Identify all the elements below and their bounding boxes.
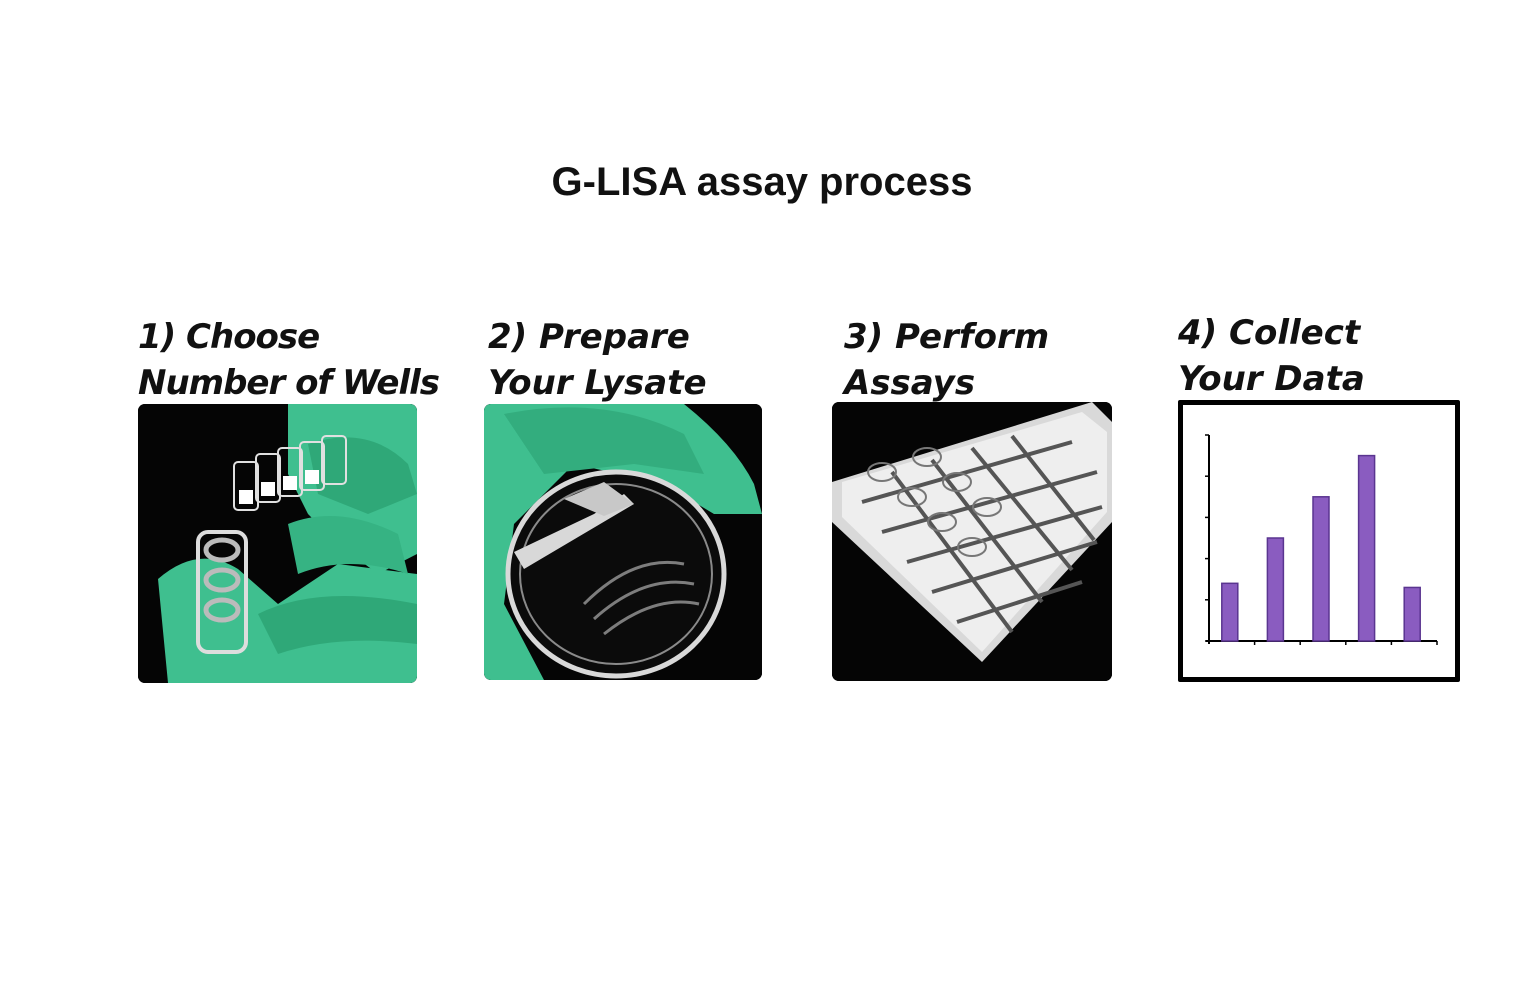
data-chart-frame xyxy=(1178,400,1460,682)
diagram-title: G-LISA assay process xyxy=(551,160,973,204)
step-4-line1: 4) Collect xyxy=(1178,313,1361,353)
well-strips-image xyxy=(138,404,417,683)
step-2-label: 2) Prepare Your Lysate xyxy=(488,314,808,406)
chart-bar xyxy=(1312,496,1330,642)
step-2-line2: Your Lysate xyxy=(488,363,707,403)
bar-chart-icon xyxy=(1205,434,1438,645)
well-strips-icon xyxy=(138,404,417,683)
assay-plate-image xyxy=(832,402,1112,681)
step-4-line2: Your Data xyxy=(1178,359,1365,399)
chart-bar xyxy=(1403,586,1421,642)
step-2-line1: 2) Prepare xyxy=(488,317,690,357)
chart-bar xyxy=(1357,454,1376,642)
step-1-line1: 1) Choose xyxy=(138,317,320,357)
step-3-label: 3) Perform Assays xyxy=(844,314,1164,406)
petri-dish-icon xyxy=(484,404,762,680)
step-1-label: 1) Choose Number of Wells xyxy=(138,314,458,406)
well-plate-icon xyxy=(832,402,1112,681)
step-4-label: 4) Collect Your Data xyxy=(1178,310,1498,402)
step-3-line2: Assays xyxy=(844,363,976,403)
chart-bar xyxy=(1221,582,1239,642)
chart-bar xyxy=(1266,537,1285,642)
step-3-line1: 3) Perform xyxy=(844,317,1050,357)
lysate-image xyxy=(484,404,762,680)
step-1-line2: Number of Wells xyxy=(138,363,440,403)
